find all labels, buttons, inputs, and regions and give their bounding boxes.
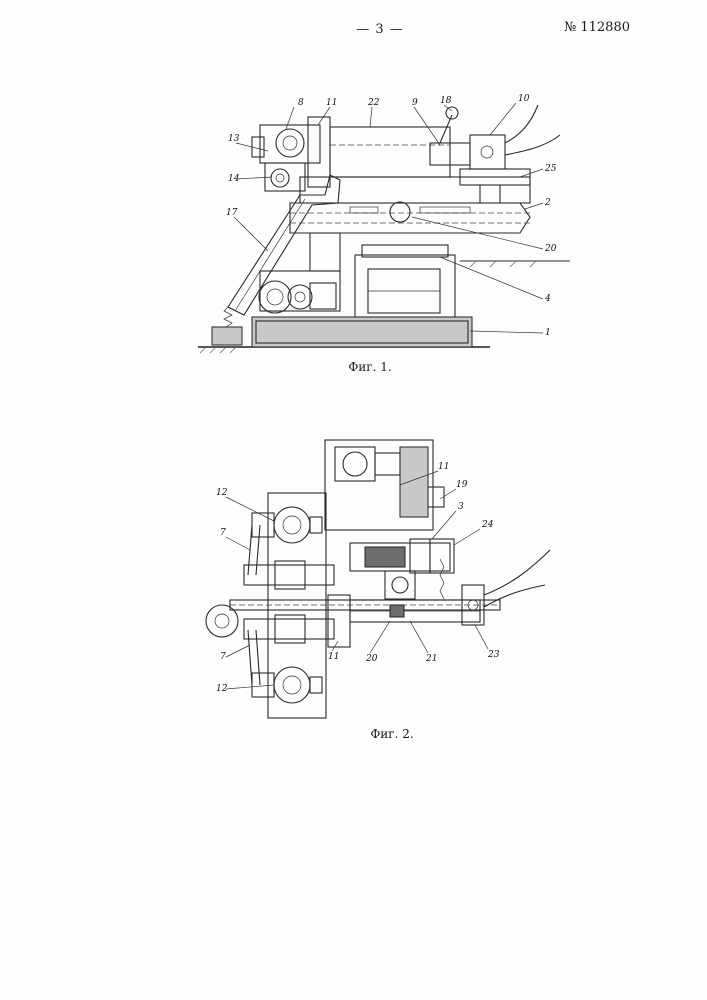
- page-number: — 3 —: [340, 22, 420, 37]
- motor-12-bottom: [274, 667, 310, 703]
- figure-1-svg: 8 11 22 9 18 10 13 1 4 25 2 17: [190, 85, 580, 360]
- table-hole: [390, 202, 410, 222]
- fig1-label-20: 20: [544, 244, 557, 254]
- upper-body: [330, 127, 450, 177]
- fig2-label-21: 21: [425, 654, 437, 664]
- fig1-label-8: 8: [298, 98, 304, 108]
- fig2-label-7-top: 7: [220, 528, 226, 538]
- fig1-label-4: 4: [544, 294, 551, 304]
- spring: [224, 307, 232, 327]
- fig1-label-17: 17: [226, 208, 238, 218]
- figure-2-drawing: 11 19 3 24 12 7 7 12 11 20 21: [200, 435, 570, 725]
- left-motor-plate: [268, 493, 326, 718]
- chain: [440, 559, 444, 599]
- fig2-label-3: 3: [458, 502, 464, 512]
- patent-number: № 112880: [520, 20, 630, 35]
- figure-1-drawing: 8 11 22 9 18 10 13 1 4 25 2 17: [190, 85, 580, 360]
- cable-right: [484, 550, 550, 595]
- fig2-label-11-bottom: 11: [328, 652, 339, 662]
- upper-spindle: [244, 565, 334, 585]
- figure-2-svg: 11 19 3 24 12 7 7 12 11 20 21: [200, 435, 570, 725]
- foot-block: [212, 327, 242, 345]
- work-table: [290, 203, 530, 233]
- figure-1-caption: Фиг. 1.: [330, 360, 410, 374]
- fig1-label-25: 25: [544, 164, 557, 174]
- fig2-label-11-top: 11: [438, 462, 449, 472]
- fig1-label-2: 2: [544, 198, 551, 208]
- grinding-wheel-11: [400, 447, 428, 517]
- fig1-label-10: 10: [518, 94, 530, 104]
- fig2-label-19: 19: [456, 480, 468, 490]
- lower-spindle: [244, 619, 334, 639]
- lower-motor: [259, 281, 291, 313]
- fig1-label-18: 18: [440, 96, 452, 106]
- fig1-label-22: 22: [367, 98, 380, 108]
- fig2-label-20: 20: [365, 654, 378, 664]
- fig1-label-13: 13: [228, 134, 240, 144]
- fig2-label-7-bottom: 7: [220, 652, 226, 662]
- fig2-label-23: 23: [487, 650, 500, 660]
- fig1-label-11: 11: [326, 98, 337, 108]
- clamp-10: [470, 135, 505, 169]
- fig1-label-9: 9: [412, 98, 418, 108]
- figure-2-caption: Фиг. 2.: [352, 727, 432, 741]
- fig1-label-1: 1: [545, 328, 551, 338]
- fig2-label-12-top: 12: [216, 488, 228, 498]
- belt-7-bottom: [248, 630, 252, 685]
- motor-12-top: [274, 507, 310, 543]
- lower-motor-housing: [260, 271, 340, 311]
- chute: [228, 175, 340, 315]
- fig2-label-12-bottom: 12: [216, 684, 228, 694]
- fig2-label-24: 24: [481, 520, 494, 530]
